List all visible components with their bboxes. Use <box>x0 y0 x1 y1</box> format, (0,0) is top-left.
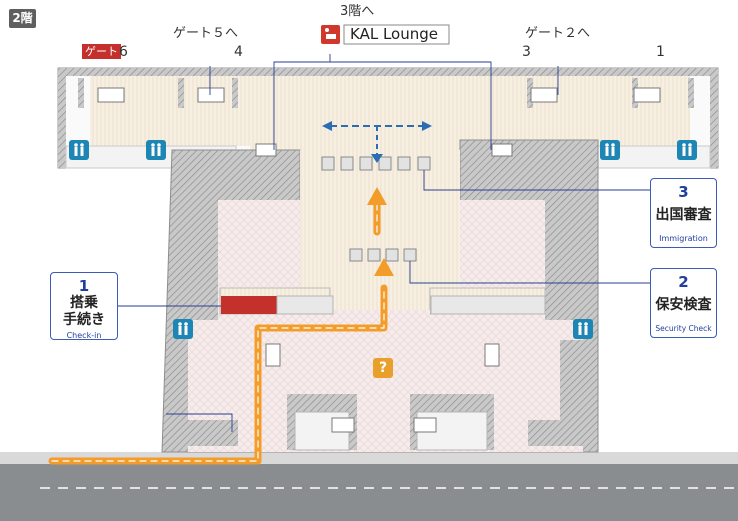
callout-title: 保安検査 <box>655 297 712 313</box>
callout-security: 2 保安検査 Security Check <box>650 268 717 338</box>
callout-english: Check-in <box>66 331 102 340</box>
to-gate2-label: ゲート２へ <box>525 26 591 41</box>
to-gate5-label: ゲート５へ <box>173 26 239 41</box>
kal-lounge-label: KAL Lounge <box>350 25 438 43</box>
gate-4-label: 4 <box>234 44 243 60</box>
information-icon[interactable] <box>373 358 393 378</box>
callout-title: 搭乗 <box>70 295 98 311</box>
to-floor3-label: 3階へ <box>340 4 375 19</box>
callout-title: 出国審査 <box>655 207 712 223</box>
security-booths <box>349 248 417 262</box>
direction-arrows <box>330 125 424 155</box>
escalators <box>97 87 661 433</box>
gate-3-label: 3 <box>522 44 531 60</box>
callout-checkin: 1 搭乗 手続き Check-in <box>50 272 118 340</box>
callout-english: Immigration <box>659 234 708 243</box>
callout-title: 手続き <box>63 312 105 328</box>
restroom-icons <box>69 140 697 339</box>
checkin-counter <box>221 296 277 314</box>
callout-number: 2 <box>678 273 689 291</box>
floor-tag: 2階 <box>9 9 36 28</box>
information-mark: ? <box>378 360 388 376</box>
immigration-booths <box>321 156 431 171</box>
walking-route <box>48 196 388 465</box>
callout-number: 1 <box>78 277 90 295</box>
gate-6-label: 6 <box>119 44 128 60</box>
gate-1-label: 1 <box>656 44 665 60</box>
leader-lines <box>118 54 650 432</box>
gate-word-tag: ゲート <box>82 44 121 59</box>
callout-english: Security Check <box>655 324 712 333</box>
callout-immigration: 3 出国審査 Immigration <box>650 178 717 248</box>
callout-number: 3 <box>678 183 689 201</box>
